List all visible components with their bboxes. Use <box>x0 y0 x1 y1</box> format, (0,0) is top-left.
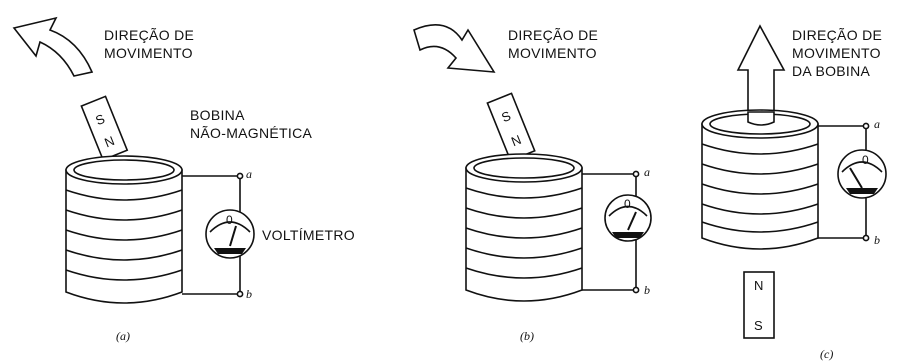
caption-b: (b) <box>520 329 534 343</box>
voltmeter-b-zero: 0 <box>624 197 631 211</box>
coil-a <box>65 155 183 304</box>
voltmeter-c: 0 <box>837 149 887 199</box>
magnet-c: N S <box>743 271 775 339</box>
direction-label-c-line1: DIREÇÃO DE <box>792 27 882 43</box>
direction-label-b-line2: MOVIMENTO <box>508 45 597 61</box>
coil-b <box>465 153 583 302</box>
terminal-a-a: a <box>246 167 252 181</box>
caption-c: (c) <box>820 347 833 361</box>
voltmeter-label-a: VOLTÍMETRO <box>262 227 355 243</box>
terminal-c-a: a <box>874 117 880 131</box>
magnet-b: S N <box>486 92 536 162</box>
direction-label-a-line2: MOVIMENTO <box>104 45 193 61</box>
caption-a: (a) <box>116 329 130 343</box>
terminal-a-b: b <box>246 287 252 301</box>
voltmeter-b: 0 <box>604 194 652 242</box>
coil-label-a-line1: BOBINA <box>190 107 245 123</box>
magnet-c-n-label: N <box>754 278 763 293</box>
voltmeter-c-zero: 0 <box>862 153 869 167</box>
panel-b: DIREÇÃO DE MOVIMENTO S N a b 0 <box>413 24 652 343</box>
direction-label-c-line3: DA BOBINA <box>792 63 871 79</box>
voltmeter-a-zero: 0 <box>226 213 233 227</box>
terminal-c-b: b <box>874 233 880 247</box>
voltmeter-a: 0 <box>205 209 255 259</box>
direction-arrow-c <box>736 24 786 119</box>
magnet-c-s-label: S <box>754 318 763 333</box>
coil-c <box>701 109 819 250</box>
terminal-b-b: b <box>644 283 650 297</box>
direction-arrow-b <box>413 24 496 73</box>
direction-label-c-line2: MOVIMENTO <box>792 45 881 61</box>
panel-a: DIREÇÃO DE MOVIMENTO S N BOBINA NÃO-MAGN… <box>12 16 355 343</box>
coil-label-a-line2: NÃO-MAGNÉTICA <box>190 125 312 141</box>
direction-label-b-line1: DIREÇÃO DE <box>508 27 598 43</box>
magnet-a: S N <box>80 95 129 161</box>
panel-c: DIREÇÃO DE MOVIMENTO DA BOBINA a b 0 <box>701 24 887 361</box>
direction-label-a-line1: DIREÇÃO DE <box>104 27 194 43</box>
terminal-b-a: a <box>644 165 650 179</box>
direction-arrow-a <box>12 16 94 77</box>
